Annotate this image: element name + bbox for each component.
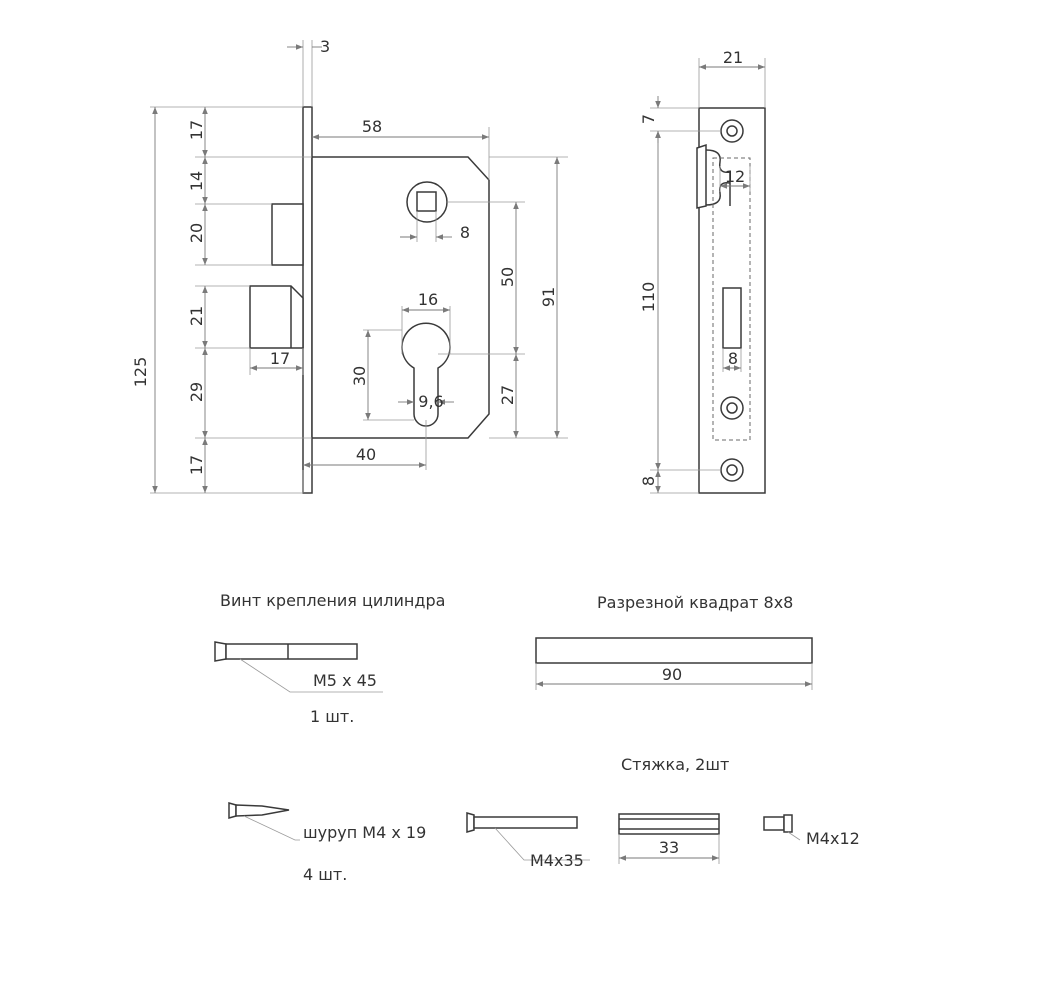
dim-spindle-square: 8 (460, 223, 470, 242)
cylinder-screw-icon (214, 641, 358, 662)
spindle-length: 90 (662, 665, 682, 684)
cylinder-screw-part: Винт крепления цилиндра M5 x 45 1 шт. (214, 591, 445, 726)
faceplate (302, 106, 313, 494)
tie-sleeve-icon (618, 813, 720, 835)
dim-front-17-top: 17 (187, 120, 206, 140)
spindle-bar-icon (535, 637, 813, 664)
dim-front-21: 21 (187, 306, 206, 326)
tie-nut-spec: M4x12 (806, 829, 860, 848)
dim-front-29: 29 (187, 382, 206, 402)
strike-hole-bottom (720, 458, 744, 482)
spindle-title: Разрезной квадрат 8х8 (597, 593, 793, 612)
cylinder-screw-qty: 1 шт. (310, 707, 354, 726)
spindle-square-hole (416, 191, 437, 212)
dim-strike-width: 21 (723, 48, 743, 67)
dim-strike-top-offset: 7 (639, 114, 658, 124)
cylinder-screw-spec: M5 x 45 (313, 671, 377, 690)
strike-bolt-opening (722, 287, 742, 349)
deadbolt (271, 203, 304, 266)
dim-body-width: 58 (362, 117, 382, 136)
dim-spindle-to-cylinder: 50 (498, 267, 517, 287)
strike-cutout-outline (712, 157, 751, 441)
tie-sleeve-length: 33 (659, 838, 679, 857)
mortise-lock-front-view: 3 58 17 14 20 21 29 17 125 17 8 16 30 9,… (131, 37, 568, 494)
dim-latch-projection: 17 (270, 349, 290, 368)
dim-strike-latch-width: 12 (725, 167, 745, 186)
dim-strike-bolt-width: 8 (728, 349, 738, 368)
dim-strike-bottom-offset: 8 (639, 476, 658, 486)
wood-screw-qty: 4 шт. (303, 865, 347, 884)
dim-front-20: 20 (187, 223, 206, 243)
cylinder-screw-title: Винт крепления цилиндра (220, 591, 445, 610)
dim-plate-thickness: 3 (320, 37, 330, 56)
spindle-part: Разрезной квадрат 8х8 90 (535, 593, 813, 690)
dim-total-height: 125 (131, 357, 150, 388)
dim-backset: 40 (356, 445, 376, 464)
strike-hole-top (720, 119, 744, 143)
strike-plate-view: 21 7 12 110 8 8 (639, 48, 766, 494)
wood-screw-icon (228, 802, 290, 819)
dim-front-14: 14 (187, 171, 206, 191)
dim-body-height: 91 (539, 287, 558, 307)
tie-nut-icon (763, 814, 793, 833)
wood-screw-part: шуруп М4 х 19 4 шт. (228, 802, 426, 884)
latch-bolt (249, 285, 304, 349)
lock-body (311, 156, 490, 439)
tie-bolt-spec: M4x35 (530, 851, 584, 870)
tie-bolt-icon (466, 812, 578, 833)
dim-front-17-bottom: 17 (187, 455, 206, 475)
wood-screw-spec: шуруп М4 х 19 (303, 823, 426, 842)
strike-lip (696, 143, 707, 209)
dim-strike-hole-spacing: 110 (639, 282, 658, 313)
tie-title: Стяжка, 2шт (621, 755, 729, 774)
dim-cylinder-height: 30 (350, 366, 369, 386)
dim-cylinder-width: 16 (418, 290, 438, 309)
dim-cylinder-to-bottom: 27 (498, 385, 517, 405)
dim-cylinder-slot: 9,6 (418, 392, 443, 411)
strike-hole-middle (720, 396, 744, 420)
tie-part: Стяжка, 2шт M4x35 33 M4x12 (466, 755, 860, 870)
